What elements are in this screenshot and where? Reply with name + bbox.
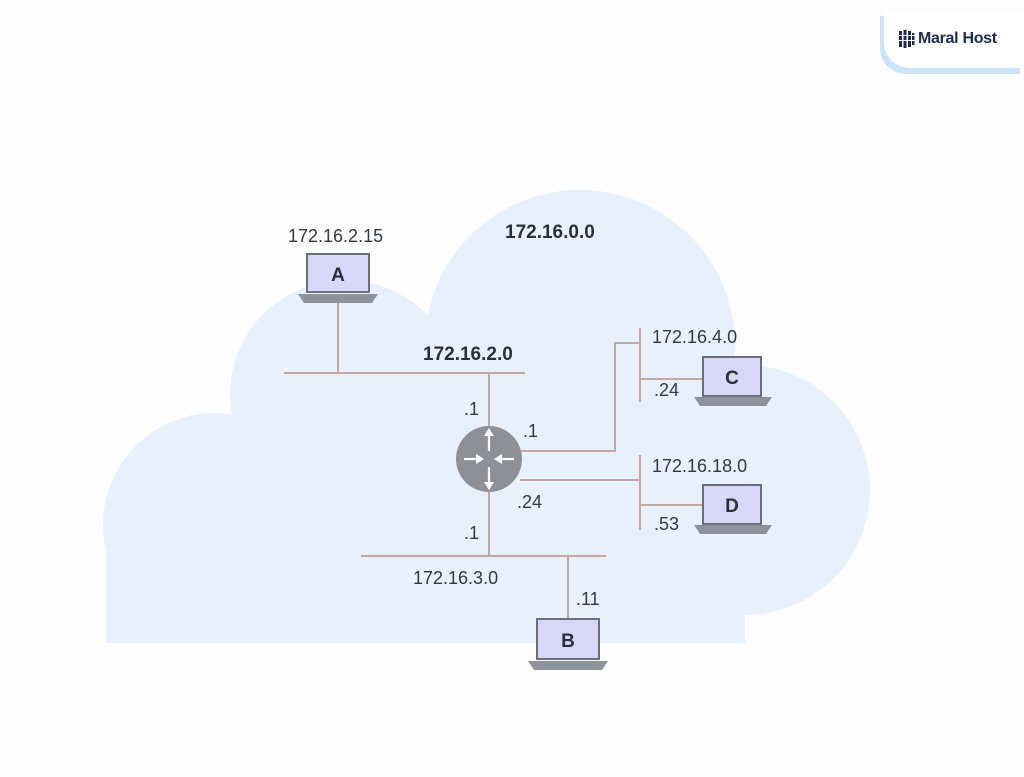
host-c-address: .24 xyxy=(654,380,679,400)
router-port-d: .24 xyxy=(517,492,542,512)
wires xyxy=(284,303,705,618)
subnet-c-label: 172.16.4.0 xyxy=(652,327,737,347)
laptop-b: B xyxy=(528,618,608,670)
host-d-name: D xyxy=(725,496,739,517)
subnet-d-label: 172.16.18.0 xyxy=(652,456,747,476)
router-icon xyxy=(456,426,522,492)
router-port-c: .1 xyxy=(523,421,538,441)
router-port-a: .1 xyxy=(464,399,479,419)
host-a-name: A xyxy=(331,265,345,286)
laptop-d: D xyxy=(694,484,772,534)
host-a-address: 172.16.2.15 xyxy=(288,226,383,246)
logo-text: Maral Host xyxy=(918,30,997,47)
network-label: 172.16.0.0 xyxy=(505,222,595,243)
host-b-address: .11 xyxy=(576,589,600,609)
host-c-name: C xyxy=(725,368,739,389)
host-d-address: .53 xyxy=(654,514,679,534)
laptop-c: C xyxy=(694,356,772,406)
subnet-a-label: 172.16.2.0 xyxy=(423,344,513,365)
host-b-name: B xyxy=(561,631,575,652)
server-rack-icon xyxy=(899,30,915,48)
router-port-b: .1 xyxy=(464,523,479,543)
maral-host-logo: Maral Host xyxy=(874,0,1024,78)
laptop-a: A xyxy=(298,253,378,303)
logo-badge: Maral Host xyxy=(884,10,1024,68)
subnet-b-label: 172.16.3.0 xyxy=(413,568,498,588)
router-link-c xyxy=(520,342,640,452)
